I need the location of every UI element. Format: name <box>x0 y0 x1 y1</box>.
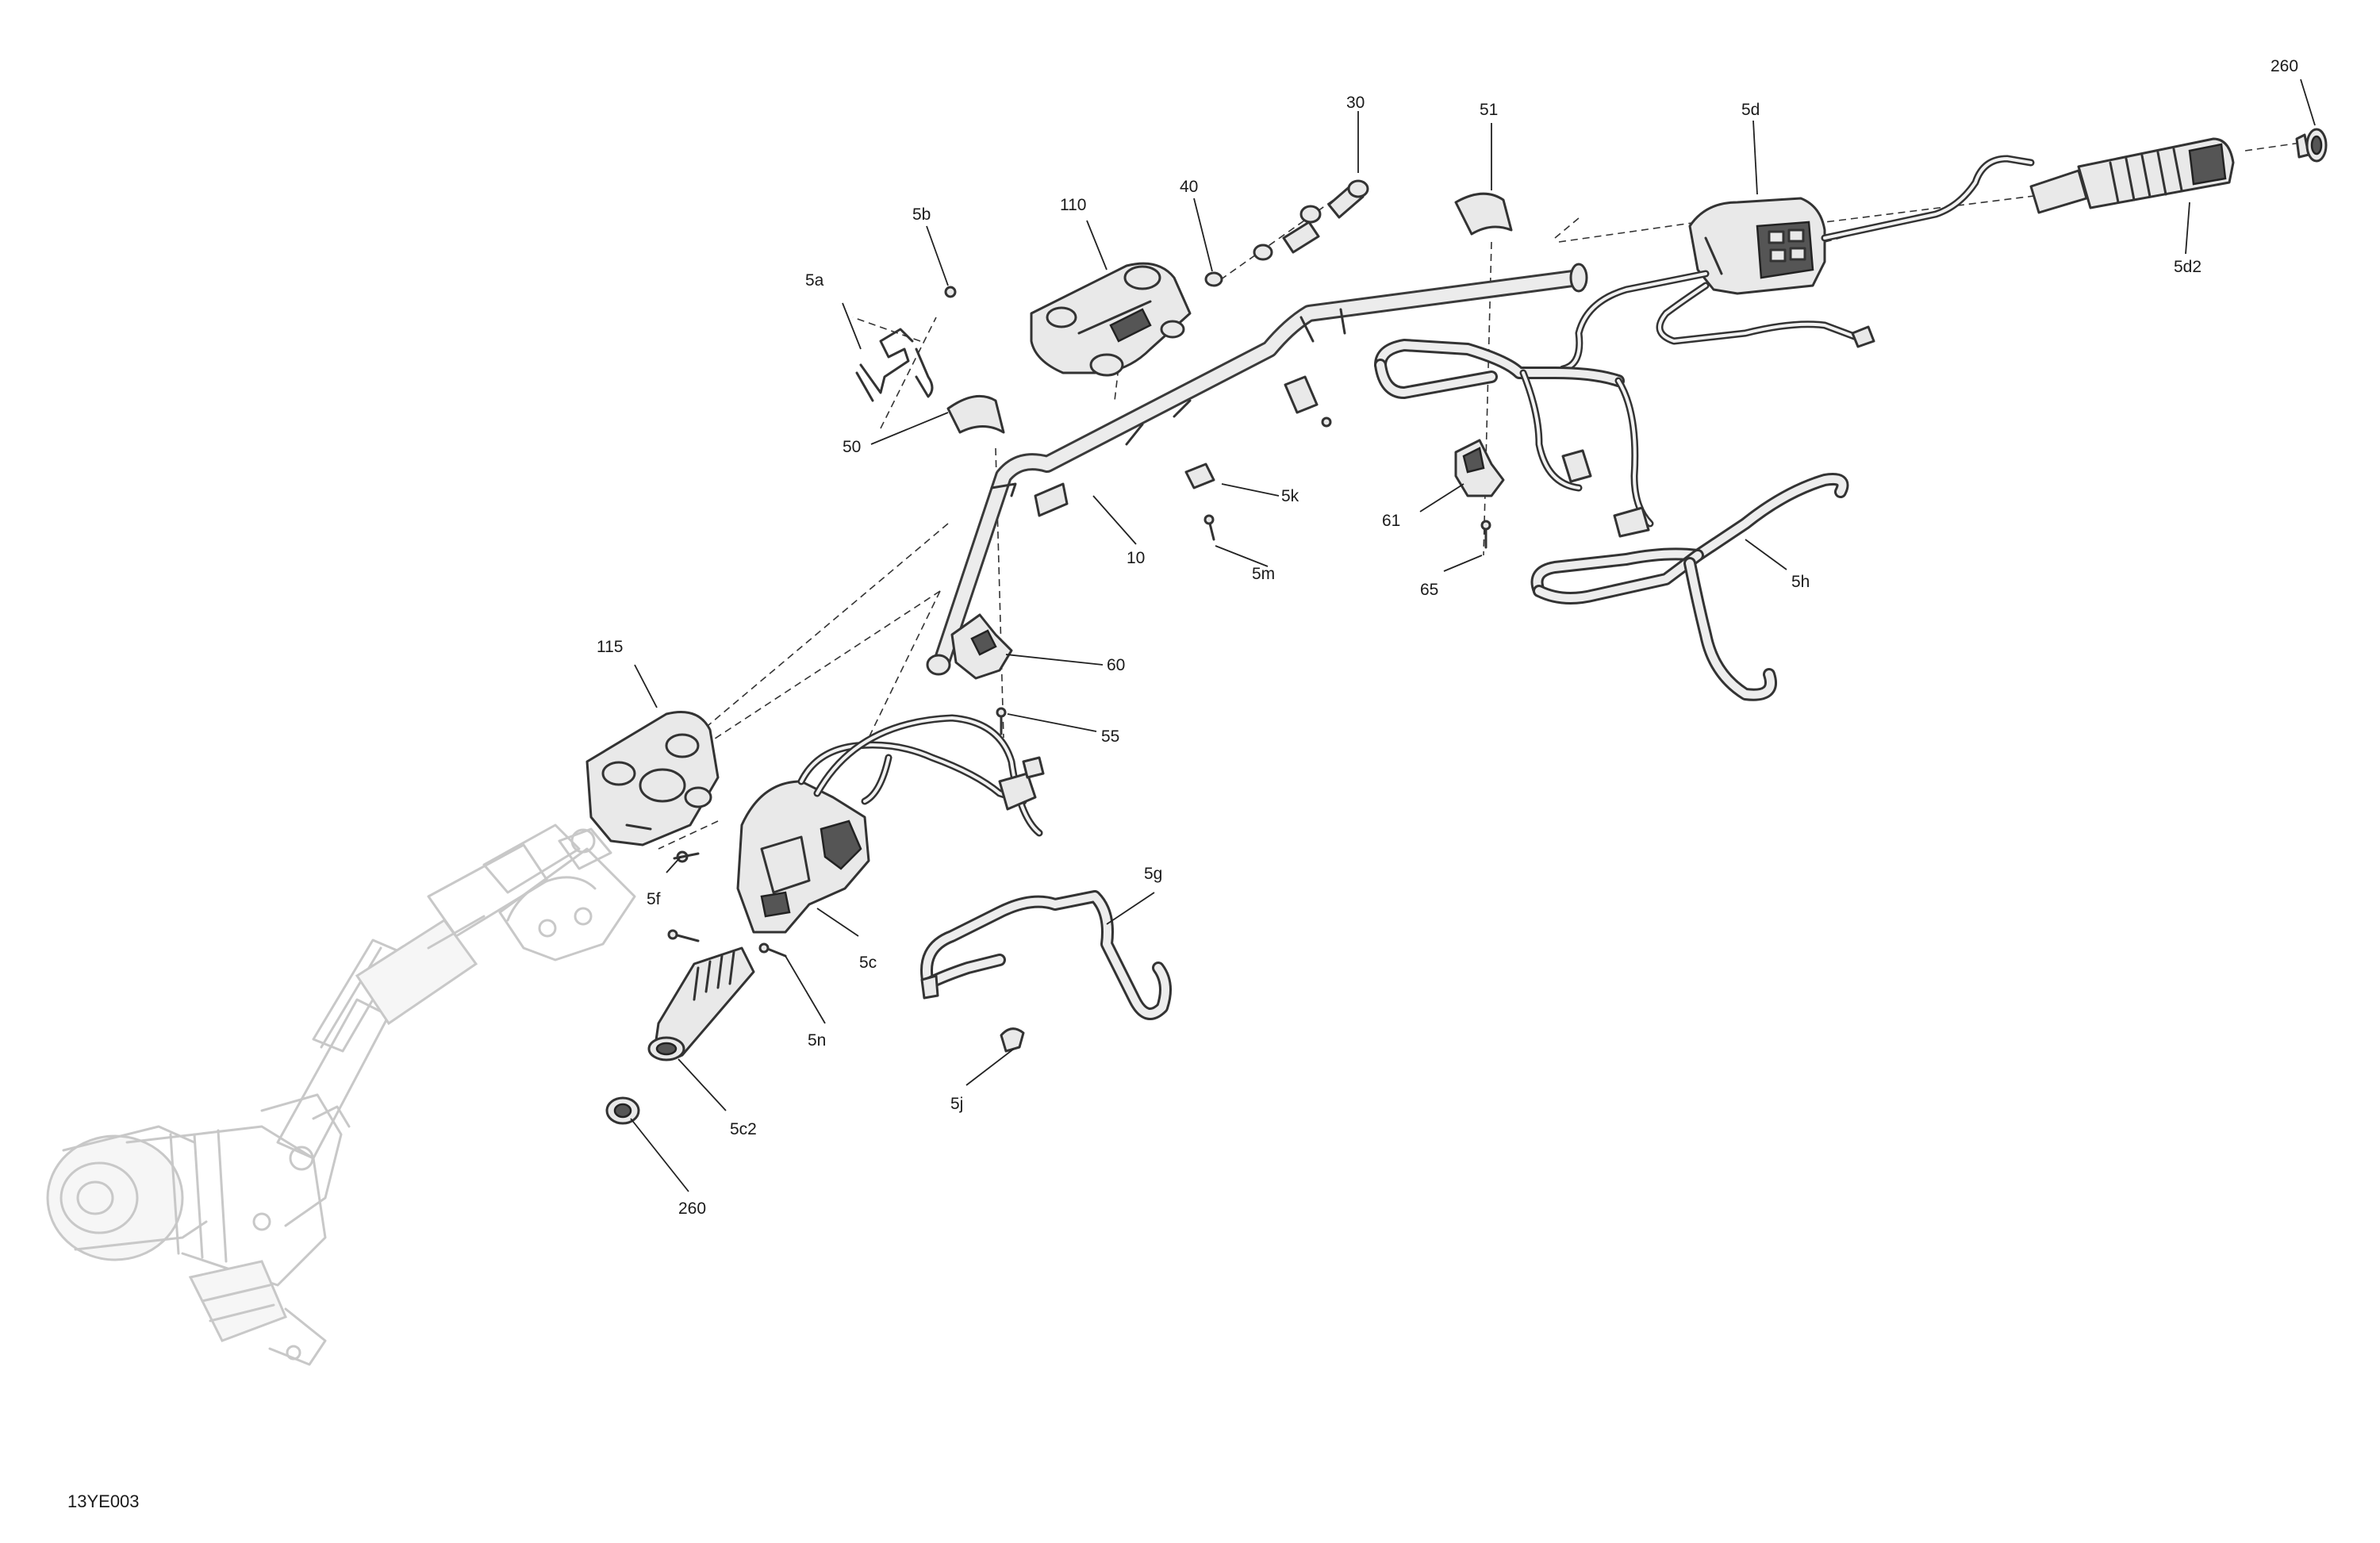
center-harness <box>1374 339 1654 538</box>
bar-end-left <box>605 1096 640 1125</box>
harness-5g <box>920 890 1172 1020</box>
right-module-wiring <box>1559 155 2035 373</box>
half-cover-right <box>1454 192 1513 236</box>
drawing-code: 13YE003 <box>67 1491 140 1511</box>
callout-5c: 5c <box>859 954 877 972</box>
handlebar <box>926 263 1588 676</box>
callout-5k: 5k <box>1281 487 1299 505</box>
bar-end-right <box>2295 128 2328 163</box>
callout-10: 10 <box>1127 549 1145 567</box>
callout-50: 50 <box>843 438 861 456</box>
callout-5j: 5j <box>950 1095 963 1113</box>
callout-30: 30 <box>1346 94 1365 112</box>
callout-5n: 5n <box>808 1031 826 1050</box>
assembly-lines <box>658 142 2301 921</box>
callout-5g: 5g <box>1144 865 1162 883</box>
callout-5b: 5b <box>912 205 931 224</box>
clip-5j <box>1000 1027 1025 1053</box>
bolt-and-washers <box>1204 179 1369 287</box>
callout-labels: 30 51 5d 260 5d2 40 110 5b 5a 50 5k 10 5… <box>597 57 2298 1218</box>
callout-51: 51 <box>1480 101 1498 119</box>
callout-260-left: 260 <box>678 1199 706 1218</box>
upper-clamp <box>1030 262 1192 377</box>
callout-260-right: 260 <box>2271 57 2298 75</box>
callout-5h: 5h <box>1791 573 1810 591</box>
callout-60: 60 <box>1107 656 1125 674</box>
switch-housing-lower <box>950 613 1013 735</box>
callout-5f: 5f <box>647 890 661 908</box>
callout-5d: 5d <box>1741 101 1760 119</box>
right-grip <box>2029 137 2235 214</box>
callout-110: 110 <box>1060 196 1086 214</box>
lower-clamp <box>585 711 720 863</box>
screws-5n <box>667 929 787 958</box>
half-cover-left <box>946 394 1005 434</box>
callout-115: 115 <box>597 638 623 656</box>
callout-65: 65 <box>1420 581 1438 599</box>
harness-5h <box>1530 473 1849 701</box>
left-switch-module <box>736 714 1045 934</box>
callout-40: 40 <box>1180 178 1198 196</box>
callout-61: 61 <box>1382 512 1400 530</box>
callout-55: 55 <box>1101 727 1119 746</box>
callout-5m: 5m <box>1252 565 1275 583</box>
left-grip <box>647 946 755 1061</box>
callout-5d2: 5d2 <box>2174 258 2202 276</box>
right-switch-module <box>1688 197 1826 295</box>
right-switch-housing <box>1454 439 1505 549</box>
steering-column-ghost <box>46 823 636 1366</box>
callout-5c2: 5c2 <box>730 1120 757 1138</box>
clips-5k-5m <box>1184 375 1332 541</box>
retainer-clip <box>855 286 957 402</box>
callout-5a: 5a <box>805 271 824 290</box>
leader-lines <box>630 79 2316 1192</box>
